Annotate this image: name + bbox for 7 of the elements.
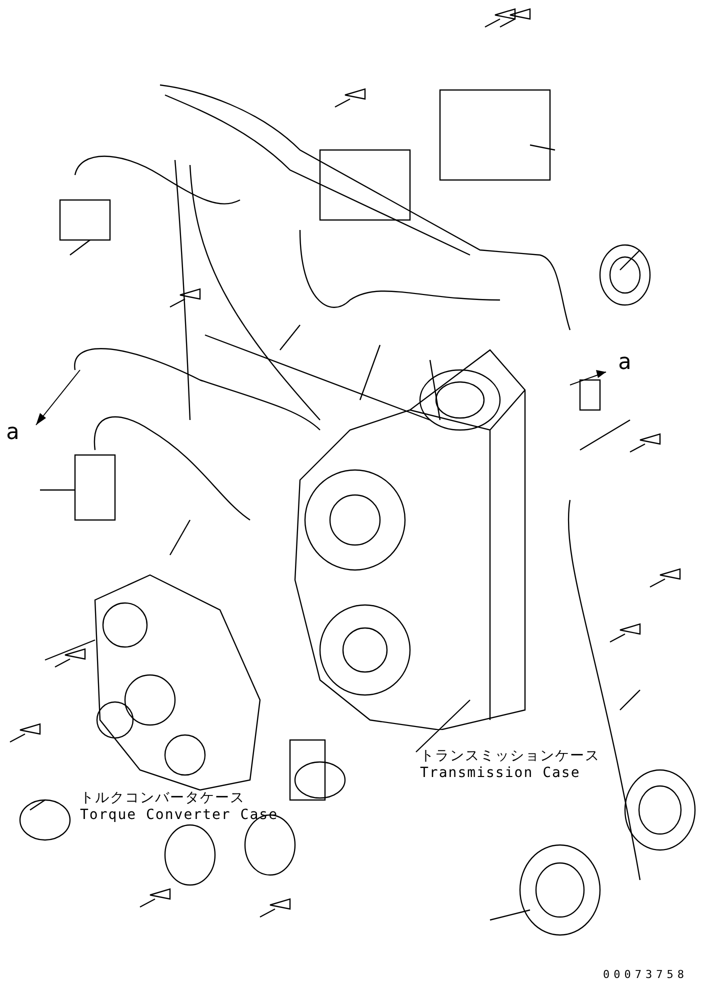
reference-letter: a [618,350,632,375]
leader-line [416,700,470,752]
drawing-number: 00073758 [603,968,688,981]
part-name: Transmission Case [420,765,582,782]
reference-letter: a [6,420,20,445]
part-name: トランスミッションケース [420,748,600,765]
part-name: トルクコンバータケース [80,790,246,807]
